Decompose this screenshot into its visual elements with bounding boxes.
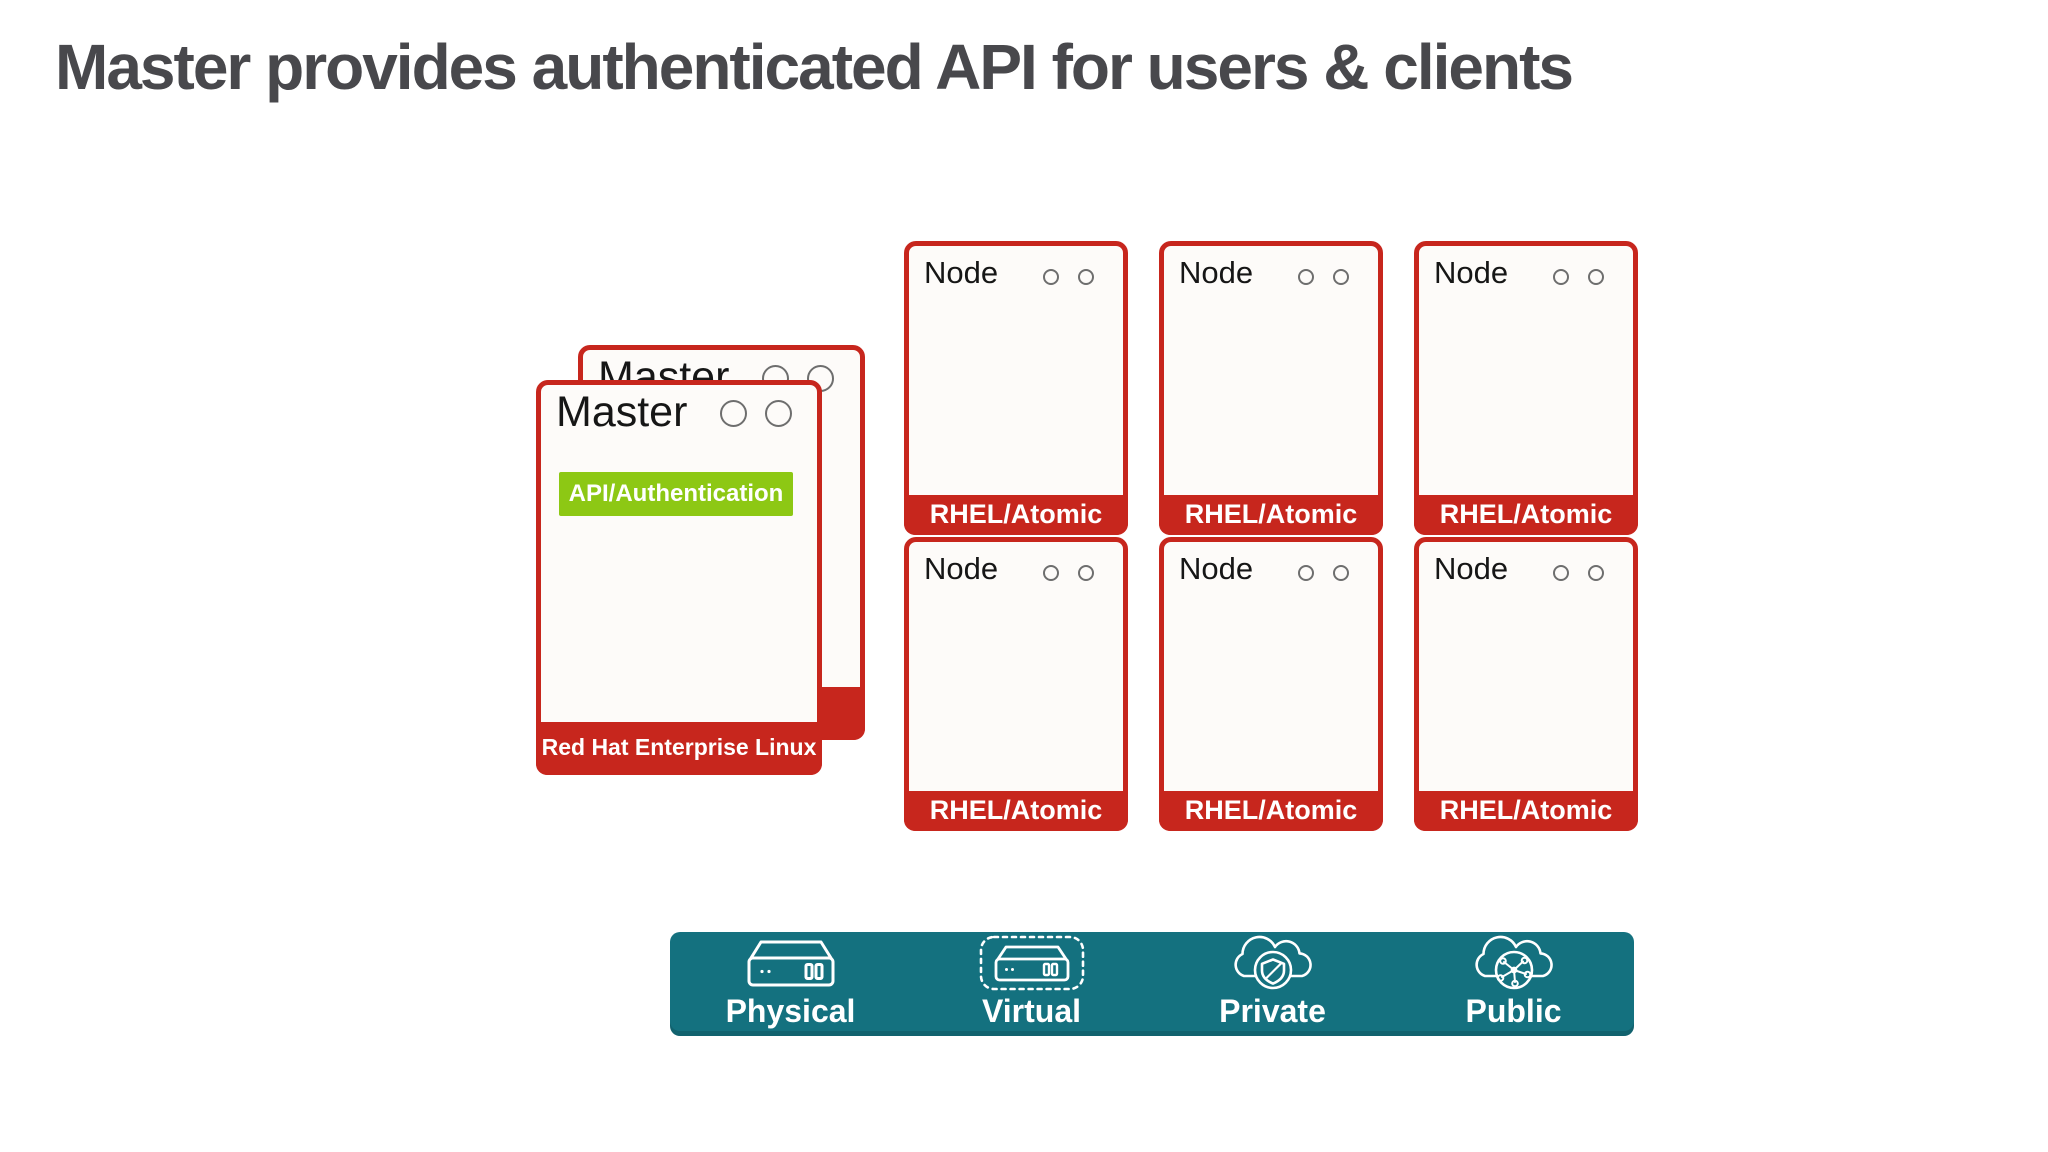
node-footer: RHEL/Atomic	[1159, 495, 1383, 535]
master-title: Master	[556, 388, 688, 436]
status-circle	[1333, 269, 1349, 285]
node-footer: RHEL/Atomic	[1414, 791, 1638, 831]
status-circle	[1298, 565, 1314, 581]
status-circle	[1588, 565, 1604, 581]
status-circle	[1333, 565, 1349, 581]
private-cloud-icon	[1218, 932, 1328, 994]
infra-item-physical: Physical	[670, 932, 911, 1036]
node-box: Node RHEL/Atomic	[1414, 241, 1638, 535]
status-circle	[1588, 269, 1604, 285]
infra-item-private: Private	[1152, 932, 1393, 1036]
node-footer: RHEL/Atomic	[1159, 791, 1383, 831]
page-title: Master provides authenticated API for us…	[55, 31, 1574, 103]
status-circle	[1553, 565, 1569, 581]
status-circle	[1043, 565, 1059, 581]
node-box: Node RHEL/Atomic	[1414, 537, 1638, 831]
infrastructure-bar: Physical Virtual	[670, 932, 1634, 1036]
status-circle	[1298, 269, 1314, 285]
node-footer: RHEL/Atomic	[1414, 495, 1638, 535]
status-circle	[1553, 269, 1569, 285]
node-title: Node	[1179, 255, 1254, 290]
node-box: Node RHEL/Atomic	[1159, 537, 1383, 831]
node-title: Node	[924, 255, 999, 290]
physical-server-icon	[739, 932, 843, 994]
node-footer: RHEL/Atomic	[904, 495, 1128, 535]
node-box: Node RHEL/Atomic	[1159, 241, 1383, 535]
virtual-server-icon	[977, 932, 1087, 994]
public-cloud-icon	[1459, 932, 1569, 994]
status-circle	[720, 400, 747, 427]
status-circle	[1078, 269, 1094, 285]
node-title: Node	[1434, 255, 1509, 290]
status-circle	[1078, 565, 1094, 581]
api-authentication-band: API/Authentication	[559, 472, 793, 516]
infra-label: Private	[1219, 993, 1326, 1029]
infra-label: Virtual	[982, 993, 1081, 1029]
master-footer: Red Hat Enterprise Linux	[536, 722, 822, 775]
node-footer: RHEL/Atomic	[904, 791, 1128, 831]
node-title: Node	[1179, 551, 1254, 586]
infra-item-public: Public	[1393, 932, 1634, 1036]
infra-label: Public	[1465, 993, 1562, 1029]
status-circle	[765, 400, 792, 427]
node-title: Node	[924, 551, 999, 586]
node-box: Node RHEL/Atomic	[904, 241, 1128, 535]
master-box: Master API/Authentication Red Hat Enterp…	[536, 380, 822, 775]
infra-item-virtual: Virtual	[911, 932, 1152, 1036]
node-title: Node	[1434, 551, 1509, 586]
infra-label: Physical	[725, 993, 856, 1029]
status-circle	[1043, 269, 1059, 285]
node-box: Node RHEL/Atomic	[904, 537, 1128, 831]
